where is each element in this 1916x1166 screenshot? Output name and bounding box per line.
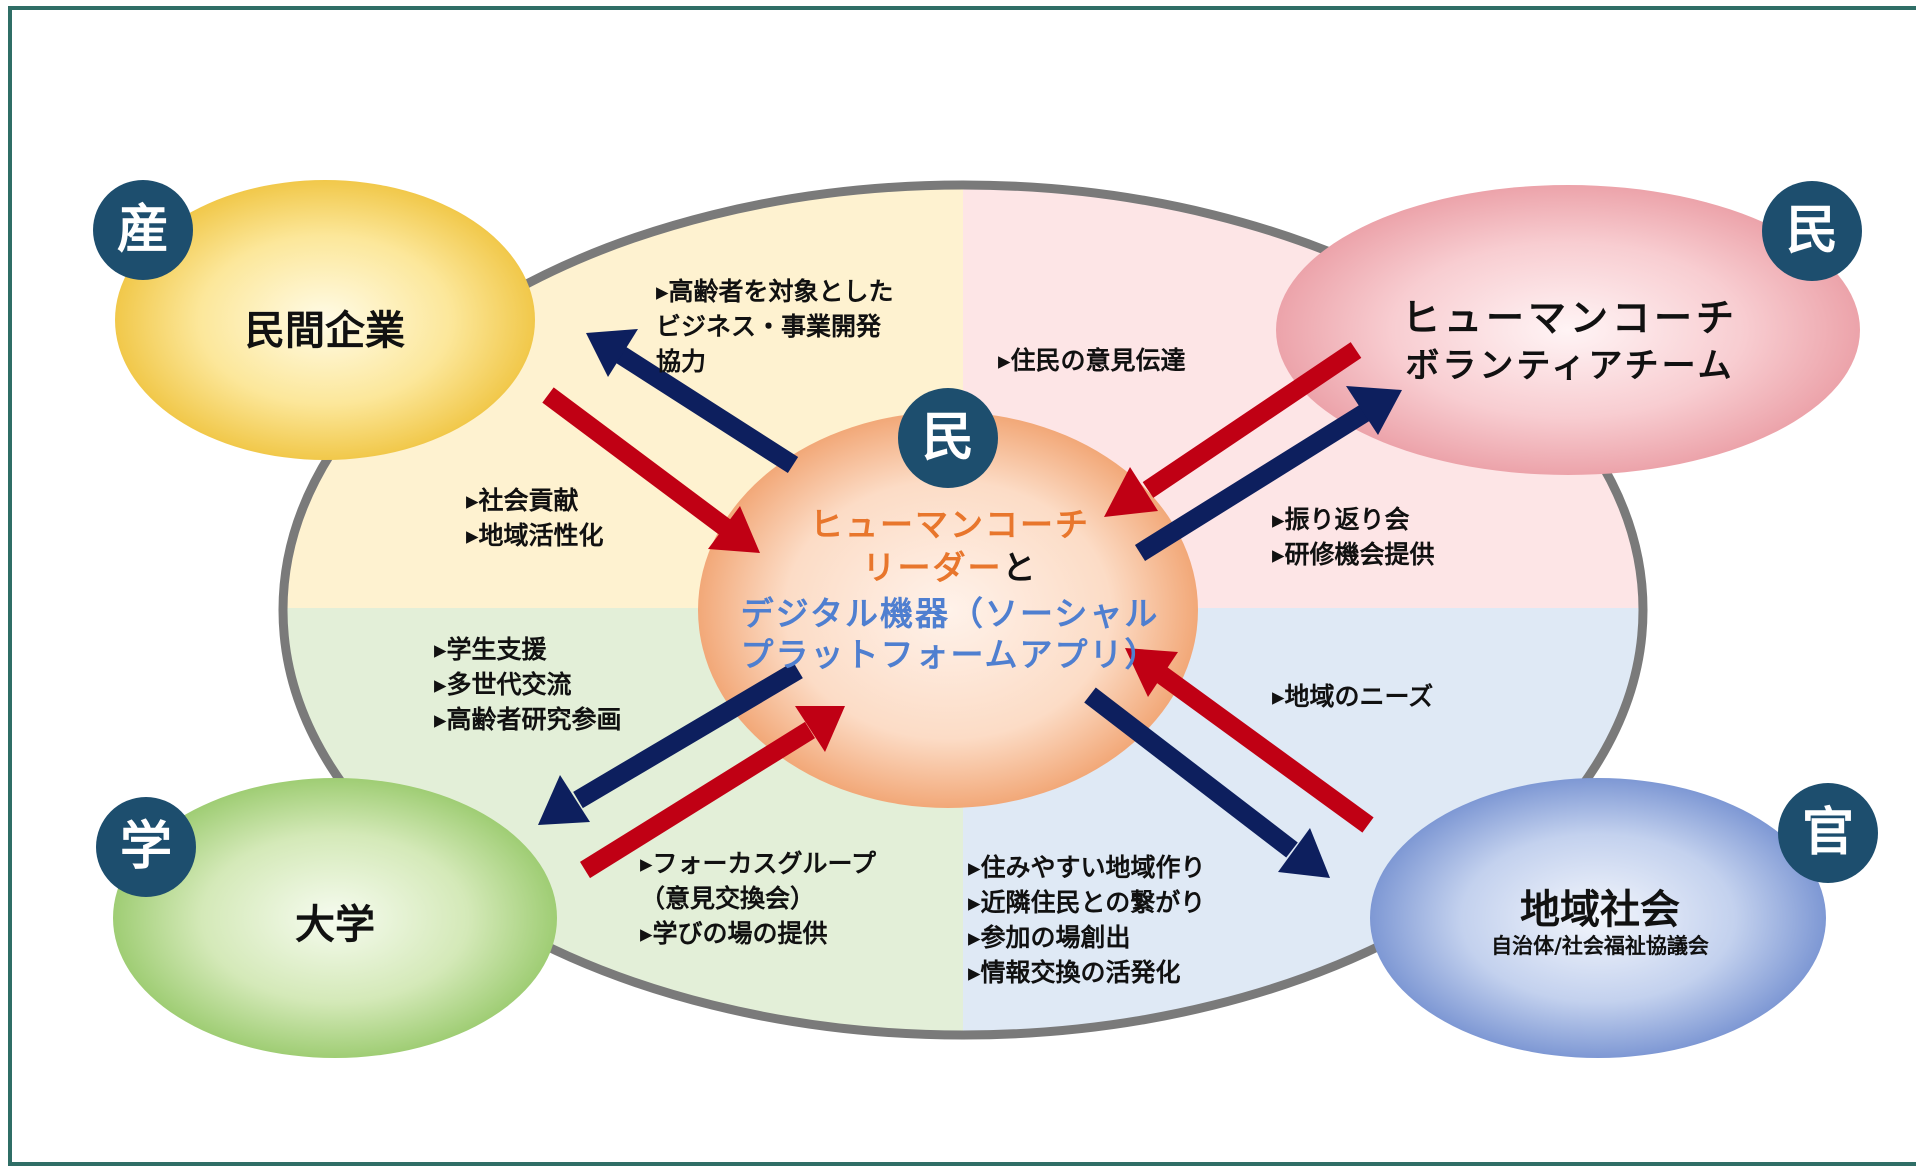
center-line2: リーダーと	[680, 541, 1220, 589]
arrow-community-to-center	[1156, 667, 1374, 833]
badge-citizen-top-circle	[1762, 181, 1862, 281]
center-line4: プラットフォームアプリ）	[740, 635, 1160, 674]
arrow-center-to-company-head	[586, 329, 638, 377]
community-title: 地域社会	[1520, 887, 1680, 933]
university-title: 大学	[295, 902, 375, 948]
community-node[interactable]	[1370, 778, 1826, 1058]
note-review: ▸振り返り会 ▸研修機会提供	[1272, 505, 1435, 569]
university-node[interactable]	[113, 778, 557, 1058]
center-line2-and: と	[1002, 548, 1038, 587]
note-business: ▸高齢者を対象とした ビジネス・事業開発 協力	[656, 277, 894, 376]
note-opinion: ▸住民の意見伝達	[998, 346, 1186, 375]
badge-citizen-top: 民	[1785, 201, 1838, 261]
arrow-center-to-community-head	[1278, 828, 1330, 878]
badge-industry-circle	[93, 180, 193, 280]
badge-government-circle	[1778, 783, 1878, 883]
note-contribution: ▸社会貢献 ▸地域活性化	[466, 486, 604, 550]
arrow-community-to-center-head	[1125, 648, 1178, 697]
center-line2-leader: リーダー	[862, 548, 1003, 587]
community-subtitle: 自治体/社会福祉協議会	[1491, 934, 1709, 958]
arrow-center-to-coach	[1134, 403, 1372, 562]
arrow-coach-to-center	[1142, 342, 1362, 498]
company-node[interactable]	[115, 180, 535, 460]
note-focus-group: ▸フォーカスグループ （意見交換会） ▸学びの場の提供	[640, 849, 877, 948]
coach-team-title-line2: ボランティアチーム	[1405, 346, 1735, 386]
badge-government: 官	[1801, 803, 1854, 863]
badge-citizen-center-circle	[898, 388, 998, 488]
arrow-center-to-university	[573, 661, 803, 809]
note-needs: ▸地域のニーズ	[1272, 682, 1434, 711]
note-students: ▸学生支援 ▸多世代交流 ▸高齢者研究参画	[434, 635, 622, 734]
company-title: 民間企業	[245, 308, 405, 354]
center-line1: ヒューマンコーチ	[810, 505, 1090, 544]
badge-academia-circle	[96, 797, 196, 897]
coach-team-node[interactable]	[1276, 185, 1860, 475]
outer-oval	[278, 180, 1648, 1040]
arrow-university-to-center-head	[795, 706, 845, 752]
arrow-company-to-center-head	[708, 506, 760, 553]
badge-citizen-center: 民	[921, 408, 974, 468]
arrow-university-to-center	[579, 721, 816, 879]
arrow-center-to-university-head	[538, 775, 590, 825]
badge-industry: 産	[116, 200, 169, 260]
coach-team-title-line1: ヒューマンコーチ	[1401, 296, 1738, 340]
arrow-center-to-coach-head	[1346, 386, 1402, 435]
center-line3: デジタル機器（ソーシャル	[740, 594, 1160, 633]
note-community-goals: ▸住みやすい地域作り ▸近隣住民との繋がり ▸参加の場創出 ▸情報交換の活発化	[968, 853, 1206, 987]
arrow-company-to-center	[542, 387, 732, 536]
badge-academia: 学	[119, 817, 172, 877]
arrow-center-to-company	[612, 344, 799, 474]
arrow-center-to-community	[1084, 687, 1298, 858]
arrow-coach-to-center-head	[1104, 467, 1158, 517]
